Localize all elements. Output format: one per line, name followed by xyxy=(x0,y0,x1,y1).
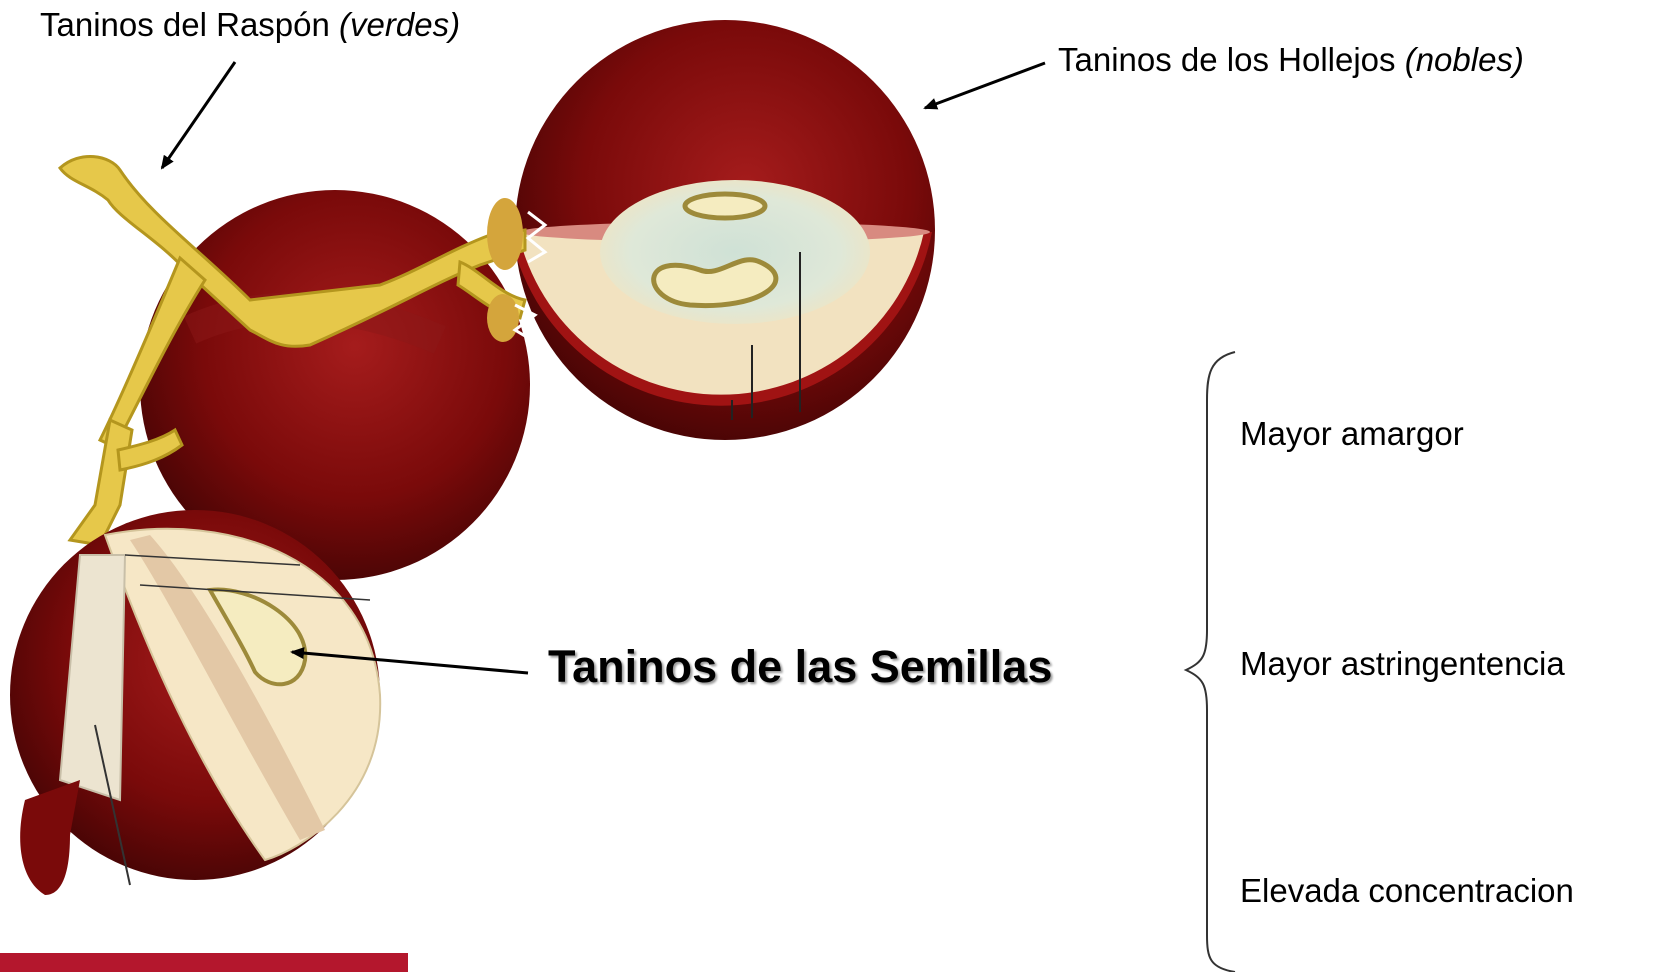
label-hollejos-text: Taninos de los Hollejos xyxy=(1058,41,1396,78)
label-raspon-note: (verdes) xyxy=(339,6,460,43)
arrow-hollejos xyxy=(925,63,1045,108)
property-item: Mayor astringentencia xyxy=(1240,645,1565,683)
label-raspon-text: Taninos del Raspón xyxy=(40,6,330,43)
property-item: Mayor amargor xyxy=(1240,415,1464,453)
label-taninos-semillas: Taninos de las Semillas xyxy=(548,641,1052,693)
top-grape xyxy=(510,20,935,440)
label-taninos-raspon: Taninos del Raspón (verdes) xyxy=(40,6,460,44)
curly-brace xyxy=(1186,352,1235,972)
arrow-raspon xyxy=(162,62,235,168)
label-hollejos-note: (nobles) xyxy=(1405,41,1524,78)
accent-bar xyxy=(0,953,408,972)
property-item: Elevada concentracion xyxy=(1240,872,1574,910)
label-taninos-hollejos: Taninos de los Hollejos (nobles) xyxy=(1058,41,1524,79)
bottom-grape xyxy=(10,510,380,895)
